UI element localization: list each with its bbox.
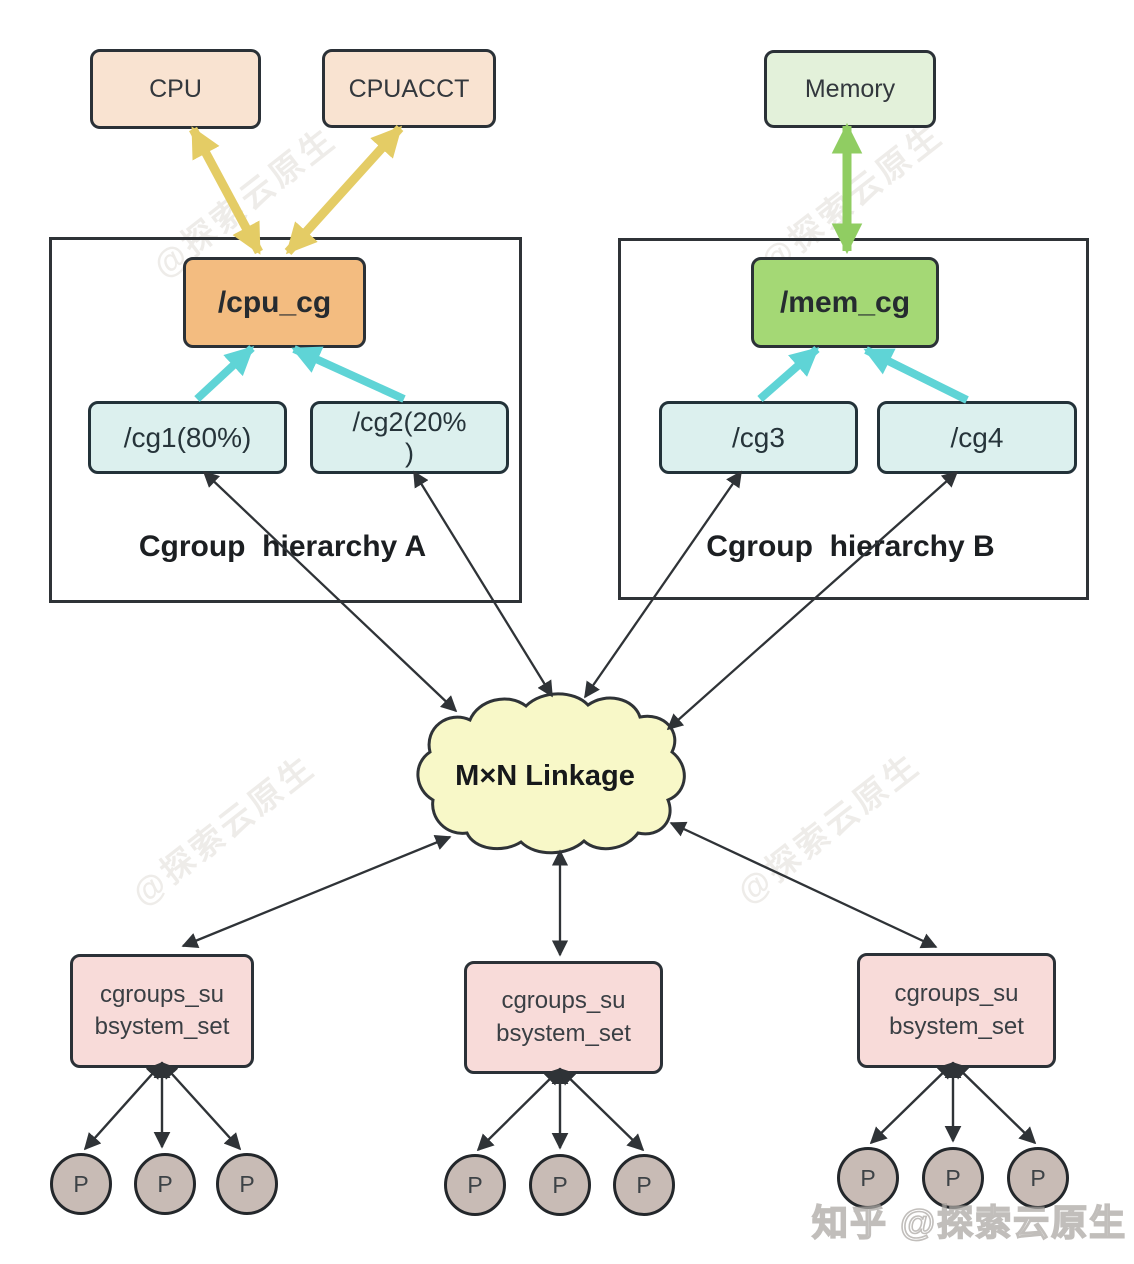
process-circle: P (216, 1153, 278, 1215)
link-set1-p3 (160, 1061, 242, 1151)
link-cloud-set3 (669, 821, 938, 949)
hierarchy-b-title: Cgroup hierarchy B (706, 530, 995, 563)
arrow-cpu-cpucg (189, 126, 263, 255)
subsystem-set-box-1: cgroups_su bsystem_set (70, 954, 254, 1068)
link-set2-p3 (558, 1067, 645, 1152)
subsystem-box-cpuacct: CPUACCT (322, 49, 496, 128)
process-circle: P (529, 1154, 591, 1216)
child-cgroup-box-cg3: /cg3 (659, 401, 858, 474)
subsystem-set-box-3: cgroups_su bsystem_set (857, 953, 1056, 1068)
process-circle: P (1007, 1147, 1069, 1209)
link-set3-p3 (951, 1061, 1037, 1145)
process-circle: P (613, 1154, 675, 1216)
hierarchy-a-title: Cgroup hierarchy A (138, 530, 427, 563)
link-set2-p1 (476, 1067, 562, 1152)
child-cgroup-box-cg1: /cg1(80%) (88, 401, 287, 474)
watermark-mid-right: @探索云原生 (730, 745, 928, 911)
subsystem-set-box-2: cgroups_su bsystem_set (464, 961, 663, 1074)
subsystem-box-cpu: CPU (90, 49, 261, 129)
cpu-root-cgroup-box: /cpu_cg (183, 257, 366, 348)
arrow-cpuacct-cpucg (284, 124, 404, 256)
process-circle: P (444, 1154, 506, 1216)
link-cloud-set1 (181, 835, 452, 948)
child-cgroup-box-cg4: /cg4 (877, 401, 1077, 474)
child-cgroup-box-cg2: /cg2(20% ) (310, 401, 509, 474)
process-circle: P (50, 1153, 112, 1215)
subsystem-box-memory: Memory (764, 50, 936, 128)
link-set1-p1 (83, 1061, 164, 1151)
process-circle: P (837, 1147, 899, 1209)
mem-root-cgroup-box: /mem_cg (751, 257, 939, 348)
watermark-mid-left: @探索云原生 (125, 747, 323, 913)
link-set3-p1 (869, 1061, 955, 1145)
linkage-label: M×N Linkage (455, 760, 635, 792)
process-circle: P (134, 1153, 196, 1215)
process-circle: P (922, 1147, 984, 1209)
